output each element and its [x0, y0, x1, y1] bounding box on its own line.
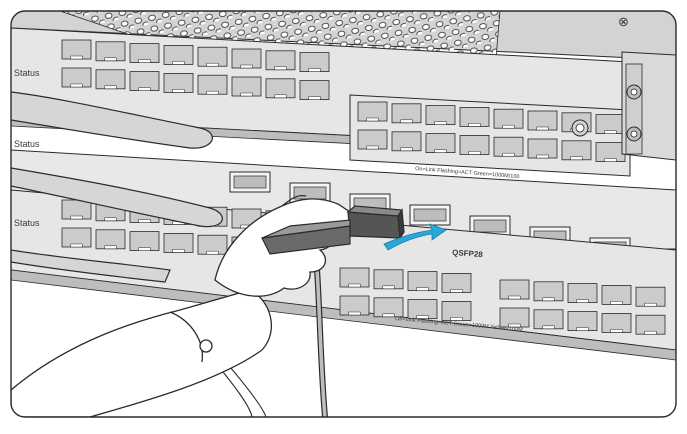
rj45-port-latch — [104, 217, 117, 222]
rj45-port-latch — [366, 145, 379, 150]
rj45-port-latch — [542, 297, 555, 302]
rj45-port-latch — [348, 283, 361, 288]
rj45-port-latch — [576, 327, 589, 331]
rj45-port-latch — [610, 301, 623, 305]
status-label-3: Status — [14, 218, 40, 228]
rj45-port-latch — [502, 124, 515, 129]
rj45-port-latch — [508, 323, 521, 328]
rj45-port-latch — [138, 59, 151, 63]
chassis-screw-icon: ⊗ — [618, 14, 629, 29]
rj45-port-latch — [348, 311, 361, 316]
status-label-1: Status — [14, 68, 40, 78]
rj45-port-latch — [416, 287, 429, 291]
port-group-lower-middle — [339, 267, 472, 321]
rj45-port-latch — [644, 302, 657, 307]
right-module — [571, 51, 676, 161]
rj45-port-latch — [206, 90, 219, 95]
qsfp28-cage-opening — [413, 208, 447, 222]
rj45-port-latch — [366, 117, 379, 122]
rj45-port-latch — [502, 152, 515, 157]
rj45-port-latch — [434, 149, 447, 153]
insertion-arrow-icon — [383, 223, 447, 251]
network-cables — [11, 91, 223, 283]
rj45-port-latch — [274, 94, 287, 99]
rj45-port-latch — [104, 57, 117, 62]
rj45-port-latch — [644, 330, 657, 335]
rj45-port-latch — [70, 55, 83, 60]
rj45-port-latch — [138, 87, 151, 91]
rj45-port-latch — [400, 119, 413, 124]
rj45-port-latch — [70, 243, 83, 248]
rj45-port-latch — [536, 154, 549, 159]
qsfp28-cage-opening — [473, 219, 507, 233]
qsfp28-cage-opening — [233, 175, 267, 189]
rj45-port-latch — [604, 158, 617, 162]
frame-border — [10, 10, 677, 418]
rj45-port-latch — [206, 62, 219, 67]
rj45-port-latch — [382, 285, 395, 290]
rj45-port-latch — [468, 151, 481, 155]
port-group-upper-left — [61, 39, 330, 100]
rj45-port-latch — [70, 83, 83, 88]
status-label-2: Status — [14, 139, 40, 149]
rj45-port-latch — [450, 317, 463, 321]
rj45-port-latch — [308, 96, 321, 100]
rj45-port-latch — [570, 156, 583, 161]
qsfp28-cage-opening — [293, 186, 327, 200]
rj45-port-latch — [172, 61, 185, 65]
rj45-port-latch — [138, 247, 151, 251]
rj45-port-latch — [536, 126, 549, 131]
rj45-port-latch — [70, 215, 83, 220]
rj45-port-latch — [104, 85, 117, 90]
rj45-port-latch — [240, 64, 253, 69]
rj45-port-latch — [416, 315, 429, 319]
rj45-port-latch — [610, 329, 623, 333]
rj45-port-latch — [382, 313, 395, 318]
qsfp28-port-label: QSFP28 — [452, 248, 484, 259]
rj45-port-latch — [450, 289, 463, 293]
rj45-port-latch — [172, 249, 185, 253]
rj45-port-latch — [434, 121, 447, 125]
rj45-port-latch — [400, 147, 413, 152]
rj45-port-latch — [576, 299, 589, 303]
port-group-upper-right — [357, 101, 626, 163]
rj45-port-latch — [308, 68, 321, 72]
rj45-port-latch — [206, 250, 219, 255]
rj45-port-latch — [542, 325, 555, 330]
rj45-port-latch — [138, 219, 151, 223]
port-group-lower-right — [499, 279, 666, 335]
rj45-port-latch — [604, 130, 617, 134]
qsfp28-transceiver — [261, 205, 405, 255]
rj45-port-latch — [468, 123, 481, 127]
rj45-port-latch — [104, 245, 117, 250]
rj45-port-latch — [508, 295, 521, 300]
rj45-port-latch — [172, 89, 185, 93]
rj45-port-latch — [274, 66, 287, 71]
rj45-port-latch — [240, 92, 253, 97]
